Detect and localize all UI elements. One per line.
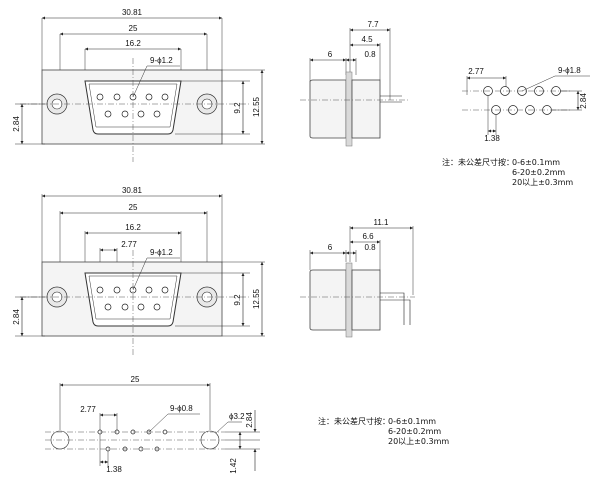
pcb1-stagger: 1.38: [484, 134, 500, 143]
pcb1-hole-callout: 9-ϕ1.8: [558, 66, 581, 75]
pcb-top-pattern: 2.77 9-ϕ1.8 2.84 1.38: [462, 66, 590, 143]
tolerance-note-1: 注：未公差尺寸按： 0-6±0.1mm 6-20±0.2mm 20以上±0.3m…: [442, 157, 573, 187]
note1-line3: 20以上±0.3mm: [512, 178, 573, 187]
side-insulator: [351, 79, 381, 139]
tolerance-note-2: 注：未公差尺寸按： 0-6±0.1mm 6-20±0.2mm 20以上±0.3m…: [318, 416, 449, 446]
dim-offset-left: 2.84: [12, 116, 21, 132]
bottom-side-view: 11.1 6.6 6 0.8: [300, 218, 415, 338]
top-side-view: 7.7 4.5 6 0.8: [300, 20, 410, 147]
side-shell: [309, 79, 347, 139]
dim-overall-width-b: 30.81: [122, 186, 143, 195]
note2-line1: 0-6±0.1mm: [388, 417, 436, 426]
dim-height-outer: 12.55: [252, 96, 261, 117]
pcb2-stagger: 1.38: [106, 465, 122, 474]
top-front-view: 30.81 25 16.2 9-ϕ1.2: [12, 8, 265, 162]
dim-flange-thk: 0.8: [364, 50, 376, 59]
dim-flange-thk-b: 0.8: [364, 243, 376, 252]
dim-length-total: 7.7: [367, 20, 379, 29]
side-insulator-b: [351, 269, 381, 331]
dim-hole-spacing: 25: [129, 24, 138, 33]
dim-front-depth-b: 6: [328, 243, 333, 252]
dim-shell-width: 16.2: [125, 39, 141, 48]
note2-line3: 20以上±0.3mm: [388, 437, 449, 446]
pin-callout-b: 9-ϕ1.2: [150, 248, 173, 257]
side-shell-b: [309, 269, 347, 331]
dim-length-total-b: 11.1: [374, 218, 390, 227]
note1-line1: 0-6±0.1mm: [512, 158, 560, 167]
pcb2-hole-spacing: 25: [131, 375, 140, 384]
dim-length-mid-b: 6.6: [362, 232, 374, 241]
dim-shell-width-b: 16.2: [125, 223, 141, 232]
note1-line2: 6-20±0.2mm: [512, 168, 565, 177]
pcb2-hole-callout: 9-ϕ0.8: [170, 404, 193, 413]
pcb-bottom-pattern: 25 2.77 9-ϕ0.8 ϕ3.2 2.84 1.42: [45, 375, 260, 474]
dim-hole-spacing-b: 25: [129, 203, 138, 212]
dim-front-depth: 6: [328, 50, 333, 59]
note2-line2: 6-20±0.2mm: [388, 427, 441, 436]
pcb2-mount-callout: ϕ3.2: [229, 412, 245, 421]
pin-callout: 9-ϕ1.2: [150, 56, 173, 65]
pcb1-row-spacing: 2.84: [579, 93, 588, 109]
dim-height-inner-b: 9.2: [233, 294, 242, 306]
dim-pitch-b: 2.77: [121, 240, 137, 249]
dim-height-inner: 9.2: [233, 102, 242, 114]
dim-height-outer-b: 12.55: [252, 288, 261, 309]
dim-offset-left-b: 2.84: [12, 309, 21, 325]
dim-length-mid: 4.5: [361, 35, 373, 44]
pcb1-pitch: 2.77: [468, 67, 484, 76]
note2-label: 注：未公差尺寸按：: [318, 416, 390, 426]
note1-label: 注：未公差尺寸按：: [442, 157, 514, 167]
pcb2-row-spacing: 2.84: [245, 412, 254, 428]
dim-overall-width: 30.81: [122, 8, 143, 17]
pcb2-offset: 1.42: [229, 458, 238, 474]
pcb2-pitch: 2.77: [80, 405, 96, 414]
bottom-front-view: 30.81 25 16.2 2.77 9-ϕ1.2 9: [12, 186, 265, 355]
